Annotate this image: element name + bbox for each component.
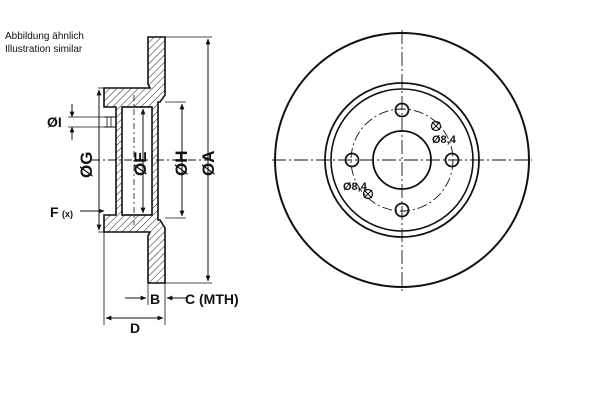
bolt-hole-right [444, 152, 460, 168]
bolt-pitch-circle [350, 108, 454, 212]
illustration-caption: Abbildung ähnlich Illustration similar [5, 30, 84, 56]
label-hole-dia-left: Ø8,4 [343, 181, 368, 193]
hat-inner-circle [330, 88, 474, 232]
caption-line-en: Illustration similar [5, 44, 83, 55]
measured-hole-left [362, 188, 374, 200]
label-dia-i: ØI [47, 114, 62, 130]
front-view: Ø8,4 Ø8,4 [272, 30, 532, 292]
label-hole-dia-top: Ø8,4 [432, 134, 457, 146]
label-c: C (MTH) [185, 291, 239, 307]
caption-line-de: Abbildung ähnlich [5, 31, 84, 42]
label-d: D [130, 320, 140, 336]
hat-outer-circle [324, 82, 480, 238]
bolt-hole-top [394, 102, 410, 118]
outer-rim-circle [274, 32, 530, 288]
label-b: B [150, 291, 160, 307]
label-dia-a: ØA [199, 151, 218, 177]
bolt-hole-left [344, 152, 360, 168]
bolt-hole-bottom [394, 202, 410, 218]
centre-bore-circle [372, 130, 432, 190]
label-dia-e: ØE [131, 151, 150, 176]
side-section-view: ØI ØG ØE ØH ØA F (x) B C (MTH) D [47, 36, 239, 336]
label-f: F [50, 204, 59, 220]
label-f-suffix: (x) [62, 209, 73, 219]
label-dia-g: ØG [77, 152, 96, 178]
measured-hole-top [430, 120, 442, 132]
label-dia-h: ØH [172, 151, 191, 177]
